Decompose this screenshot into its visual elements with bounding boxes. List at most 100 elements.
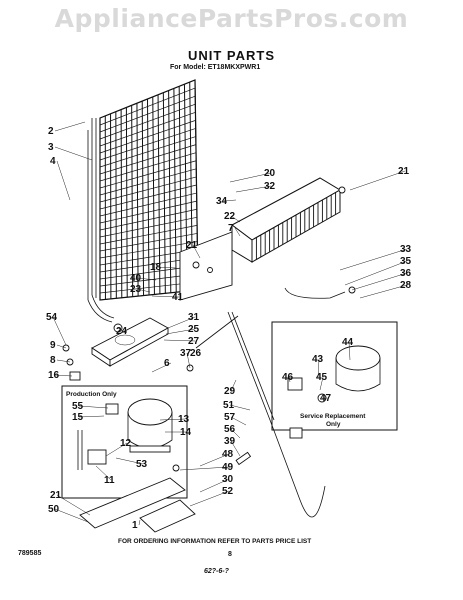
callout-leader — [186, 352, 191, 369]
part-callout-18: 18 — [150, 262, 162, 273]
part-callout-36: 36 — [400, 268, 412, 279]
callout-leader — [288, 376, 291, 383]
callout-leader — [319, 376, 324, 391]
callout-leader — [151, 295, 180, 298]
part-callout-21: 21 — [50, 490, 62, 501]
part-callout-13: 13 — [178, 414, 190, 425]
callout-leader — [117, 327, 124, 332]
part-callout-21: 21 — [186, 240, 198, 251]
part-callout-16: 16 — [48, 370, 60, 381]
callout-leader — [151, 362, 172, 373]
part-callout-26: 26 — [190, 348, 202, 359]
callout-leader — [229, 172, 272, 183]
part-callout-12: 12 — [120, 438, 132, 449]
part-callout-4: 4 — [50, 156, 56, 167]
part-callout-11: 11 — [104, 475, 115, 486]
callout-leader — [339, 248, 408, 271]
part-callout-21: 21 — [398, 166, 410, 177]
service-replacement-label-1: Service Replacement — [300, 413, 366, 420]
part-callout-20: 20 — [264, 168, 276, 179]
callout-leader — [234, 227, 241, 237]
callout-leader — [230, 440, 241, 457]
service-replacement-label-2: Only — [326, 421, 341, 428]
callout-leader — [230, 215, 241, 223]
callout-leader — [351, 272, 408, 291]
part-callout-47: 47 — [320, 393, 332, 404]
part-callout-27: 27 — [188, 336, 200, 347]
callout-leader — [229, 404, 251, 411]
part-callout-52: 52 — [222, 486, 234, 497]
part-callout-34: 34 — [216, 196, 228, 207]
part-callout-25: 25 — [188, 324, 200, 335]
part-callout-48: 48 — [222, 449, 234, 460]
part-callout-8: 8 — [50, 355, 56, 366]
part-callout-45: 45 — [316, 372, 328, 383]
callout-leader — [105, 442, 128, 457]
mount-bracket — [179, 231, 233, 301]
callout-leader — [230, 379, 237, 392]
part-callout-44: 44 — [342, 337, 354, 348]
part-callout-31: 31 — [188, 312, 200, 323]
callout-leader — [56, 344, 67, 349]
service-replacement-box — [271, 321, 398, 431]
part-callout-49: 49 — [222, 462, 234, 473]
part-callout-1: 1 — [132, 520, 138, 531]
callout-leader — [56, 160, 71, 201]
part-callout-46: 46 — [282, 372, 294, 383]
page-number: 8 — [228, 551, 232, 558]
callout-leader — [163, 339, 196, 342]
part-callout-14: 14 — [180, 427, 192, 438]
callout-leader — [136, 288, 151, 293]
part-callout-35: 35 — [400, 256, 412, 267]
callout-leader — [189, 490, 230, 507]
callout-leader — [222, 199, 237, 202]
part-callout-54: 54 — [46, 312, 58, 323]
relay-parts — [77, 403, 119, 470]
callout-leader — [317, 358, 320, 379]
part-callout-22: 22 — [224, 211, 236, 222]
part-callout-56: 56 — [224, 424, 236, 435]
drain-tube — [284, 287, 346, 299]
callout-leader — [230, 428, 241, 439]
part-callout-53: 53 — [136, 459, 148, 470]
part-callout-57: 57 — [224, 412, 236, 423]
part-callout-39: 39 — [224, 436, 236, 447]
callout-leader — [78, 405, 109, 409]
part-callout-24: 24 — [116, 326, 128, 337]
part-callout-9: 9 — [50, 340, 56, 351]
callout-leader — [156, 266, 177, 269]
callout-leader — [56, 359, 71, 363]
part-callout-28: 28 — [400, 280, 412, 291]
part-callout-37: 37 — [180, 348, 192, 359]
part-callout-41: 41 — [172, 292, 184, 303]
drain-pan — [91, 317, 169, 367]
part-callout-33: 33 — [400, 244, 412, 255]
callout-leader — [165, 328, 196, 335]
compressor-service — [287, 345, 381, 392]
condenser-coil — [87, 79, 199, 323]
ordering-note: FOR ORDERING INFORMATION REFER TO PARTS … — [118, 538, 312, 545]
callout-leader — [349, 170, 406, 191]
part-callout-43: 43 — [312, 354, 324, 365]
evaporator-coil — [231, 177, 341, 263]
callout-leader — [192, 244, 201, 259]
callout-leader — [56, 494, 91, 516]
part-callout-7: 7 — [228, 223, 234, 234]
callout-leader — [54, 121, 86, 132]
watermark: AppliancePartsPros.com — [54, 4, 409, 33]
callout-leader — [199, 453, 230, 467]
part-callout-2: 2 — [48, 126, 54, 137]
callout-leader — [78, 415, 105, 418]
callout-leader — [167, 316, 196, 329]
document-number: 789585 — [18, 550, 42, 557]
callout-leader — [348, 341, 351, 361]
callout-leader — [344, 260, 408, 286]
leader-lines — [52, 121, 408, 526]
part-callout-29: 29 — [224, 386, 236, 397]
base-bracket — [79, 477, 196, 533]
part-callout-40: 40 — [130, 273, 142, 284]
callout-leader — [199, 478, 230, 493]
